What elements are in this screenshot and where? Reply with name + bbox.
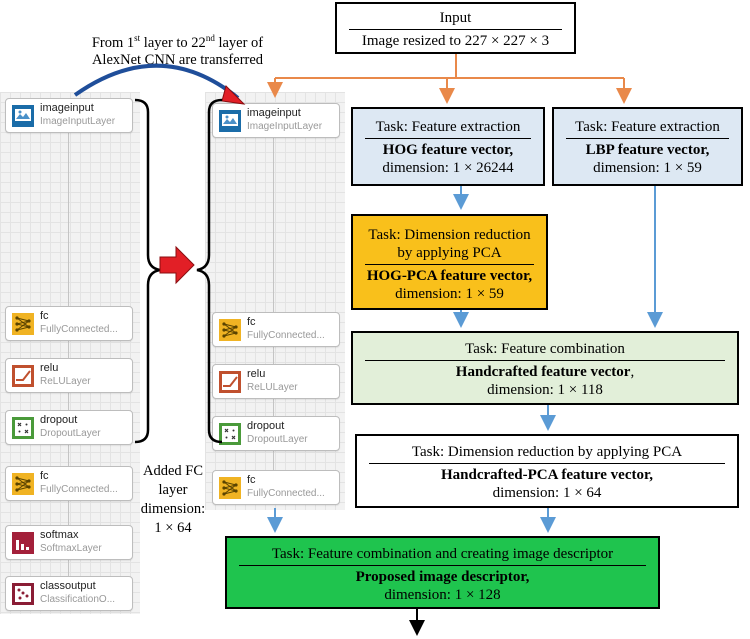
hog-feature-box: Task: Feature extraction HOG feature vec… <box>351 107 545 186</box>
fully-connected-icon <box>12 313 34 335</box>
right-layer-fc-added[interactable]: fc FullyConnected... <box>212 470 340 505</box>
left-brace <box>134 98 161 444</box>
transfer-note: From 1st layer to 22nd layer of AlexNet … <box>91 33 264 68</box>
right-layer-imageinput[interactable]: imageinput ImageInputLayer <box>212 103 340 138</box>
handcrafted-pca-box: Task: Dimension reduction by applying PC… <box>355 434 739 508</box>
fully-connected-icon <box>12 473 34 495</box>
right-layer-relu[interactable]: relu ReLULayer <box>212 364 340 399</box>
classification-output-icon <box>12 583 34 605</box>
softmax-icon <box>12 532 34 554</box>
added-fc-note: Added FC layer dimension: 1 × 64 <box>140 463 206 536</box>
left-layer-softmax[interactable]: softmax SoftmaxLayer <box>5 525 133 560</box>
fully-connected-icon <box>219 477 241 499</box>
image-input-icon <box>12 105 34 127</box>
dropout-icon <box>219 423 241 445</box>
left-layer-relu[interactable]: relu ReLULayer <box>5 358 133 393</box>
fully-connected-icon <box>219 319 241 341</box>
transfer-curve-arrowhead <box>221 85 246 105</box>
right-layer-fc[interactable]: fc FullyConnected... <box>212 312 340 347</box>
transfer-curve-arrow <box>73 63 240 100</box>
left-layer-dropout[interactable]: dropout DropoutLayer <box>5 410 133 445</box>
feature-combination-box: Task: Feature combination Handcrafted fe… <box>351 331 739 405</box>
relu-icon <box>219 371 241 393</box>
right-brace <box>196 98 223 444</box>
left-layer-imageinput[interactable]: imageinput ImageInputLayer <box>5 98 133 133</box>
hog-pca-box: Task: Dimension reduction by applying PC… <box>351 214 548 310</box>
dropout-icon <box>12 417 34 439</box>
right-layer-dropout[interactable]: dropout DropoutLayer <box>212 416 340 451</box>
input-box: Input Image resized to 227 × 227 × 3 <box>335 2 576 54</box>
left-layer-fc[interactable]: fc FullyConnected... <box>5 306 133 341</box>
image-descriptor-box: Task: Feature combination and creating i… <box>225 536 660 609</box>
left-layer-classoutput[interactable]: classoutput ClassificationO... <box>5 576 133 611</box>
red-block-arrow <box>159 245 195 285</box>
lbp-feature-box: Task: Feature extraction LBP feature vec… <box>552 107 743 186</box>
image-input-icon <box>219 110 241 132</box>
left-layer-fc-added[interactable]: fc FullyConnected... <box>5 466 133 501</box>
relu-icon <box>12 365 34 387</box>
